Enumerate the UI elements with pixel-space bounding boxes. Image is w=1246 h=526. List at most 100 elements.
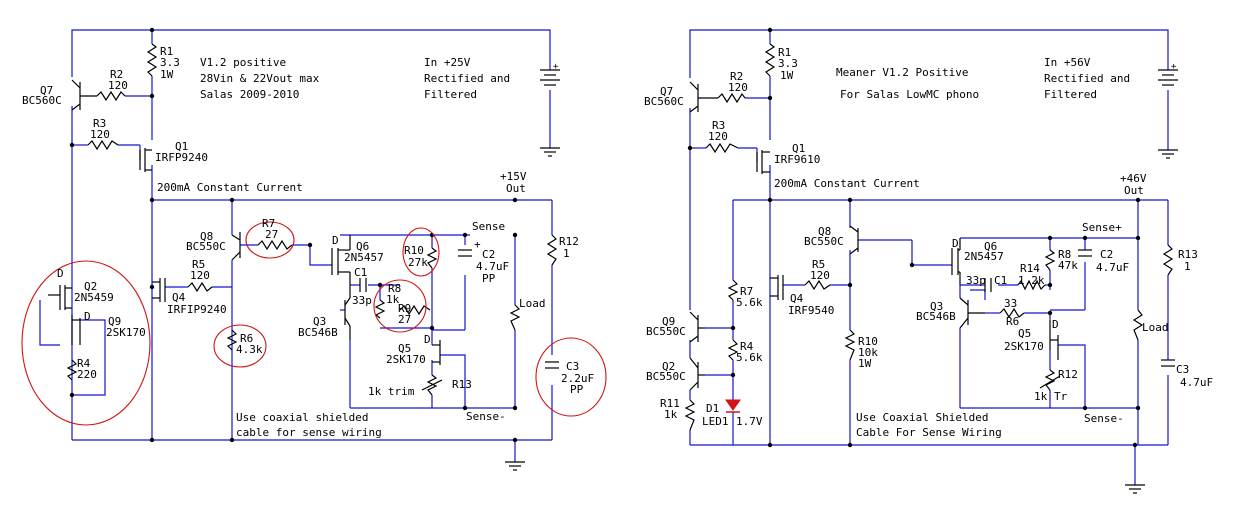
label-constant-current: 200mA Constant Current	[157, 181, 303, 194]
label-rr10: R10	[858, 335, 878, 348]
left-title-line1: V1.2 positive	[200, 56, 286, 69]
label-q9: Q9	[108, 315, 121, 328]
right-led	[725, 399, 741, 413]
label-r9: R9	[398, 302, 411, 315]
label-trim: 1k trim	[368, 385, 415, 398]
label-rq5: Q5	[1018, 327, 1031, 340]
label-rd1-voltage: 1.7V	[736, 415, 763, 428]
right-title-line1: Meaner V1.2 Positive	[836, 66, 968, 79]
label-q4-part: IRFIP9240	[167, 303, 227, 316]
label-r4-value: 220	[77, 368, 97, 381]
label-q6-part: 2N5457	[344, 251, 384, 264]
label-r8: R8	[388, 282, 401, 295]
right-transistors	[689, 81, 1059, 391]
label-rq1-part: IRF9610	[774, 153, 820, 166]
label-r13: R13	[452, 378, 472, 391]
label-rr4-value: 5.6k	[736, 351, 763, 364]
right-battery-ground: +	[1125, 62, 1178, 494]
label-rr10-value: 10k	[858, 346, 878, 359]
label-r8-value: 1k	[386, 293, 400, 306]
left-input-line1: In +25V	[424, 56, 471, 69]
left-title-line2: 28Vin & 22Vout max	[200, 72, 320, 85]
label-out: Out	[506, 182, 526, 195]
label-q5-part: 2SK170	[386, 353, 426, 366]
label-rr12-value: 1k	[1034, 390, 1048, 403]
label-rq8-part: BC550C	[804, 235, 844, 248]
label-r5-value: 120	[190, 269, 210, 282]
left-red-highlights	[21, 221, 607, 426]
left-note-line1: Use coaxial shielded	[236, 411, 368, 424]
label-rr11: R11	[660, 397, 680, 410]
label-q7: Q7	[40, 84, 53, 97]
label-rq5-part: 2SK170	[1004, 340, 1044, 353]
left-input-line3: Filtered	[424, 88, 477, 101]
label-r7: R7	[262, 217, 275, 230]
label-rout: Out	[1124, 184, 1144, 197]
label-rq2: Q2	[662, 360, 675, 373]
label-r10: R10	[404, 244, 424, 257]
label-r6: R6	[240, 332, 253, 345]
label-rr4: R4	[740, 340, 754, 353]
label-rq6-d: D	[952, 237, 959, 250]
label-q6-d: D	[332, 234, 339, 247]
label-r3: R3	[93, 117, 106, 130]
label-rr11-value: 1k	[664, 408, 678, 421]
label-rr12-tr: Tr	[1054, 390, 1068, 403]
right-junctions	[687, 27, 1141, 448]
right-note-line1: Use Coaxial Shielded	[856, 411, 988, 424]
label-q5-d: D	[424, 333, 431, 346]
label-rc1: C1	[994, 274, 1007, 287]
label-c1: C1	[354, 266, 367, 279]
label-rr13-value: 1	[1184, 260, 1191, 273]
label-r6-value: 4.3k	[236, 343, 263, 356]
right-resistors	[684, 43, 1174, 431]
label-rsense-bottom: Sense-	[1084, 412, 1124, 425]
label-rr3: R3	[712, 119, 725, 132]
left-battery-ground: +	[505, 62, 560, 471]
label-q2-d: D	[57, 267, 64, 280]
label-rr2: R2	[730, 70, 743, 83]
label-c2-plus: +	[474, 238, 481, 251]
left-capacitors	[359, 249, 559, 369]
label-rr8: R8	[1058, 248, 1071, 261]
label-rr3-value: 120	[708, 130, 728, 143]
label-rout-voltage: +46V	[1120, 172, 1147, 185]
label-r5: R5	[192, 258, 205, 271]
label-out-voltage: +15V	[500, 170, 527, 183]
label-r2: R2	[110, 68, 123, 81]
label-rc1-value: 33p	[966, 274, 986, 287]
label-q8: Q8	[200, 230, 213, 243]
label-c3-value: 2.2uF	[561, 372, 594, 385]
right-title-line2: For Salas LowMC phono	[840, 88, 979, 101]
label-rr5-value: 120	[810, 269, 830, 282]
right-input-line1: In +56V	[1044, 56, 1091, 69]
label-r7-value: 27	[265, 228, 278, 241]
label-q2-part: 2N5459	[74, 291, 114, 304]
left-input-line2: Rectified and	[424, 72, 510, 85]
label-r1-power: 1W	[160, 68, 174, 81]
label-q3: Q3	[313, 315, 326, 328]
right-note-line2: Cable For Sense Wiring	[856, 426, 1002, 439]
label-c2-type: PP	[482, 272, 496, 285]
svg-text:+: +	[553, 62, 559, 72]
label-rc3-value: 4.7uF	[1180, 376, 1213, 389]
label-sense-top: Sense	[472, 220, 505, 233]
label-r1-value: 3.3	[160, 56, 180, 69]
label-rr6-value: 33	[1004, 297, 1017, 310]
label-rq7-part: BC560C	[644, 95, 684, 108]
label-q3-part: BC546B	[298, 326, 338, 339]
label-rq6-part: 2N5457	[964, 250, 1004, 263]
right-schematic: + Meaner V1.2 Positive For Salas LowMC p…	[644, 27, 1213, 494]
left-note-line2: cable for sense wiring	[236, 426, 382, 439]
label-r9-value: 27	[398, 313, 411, 326]
label-c2: C2	[482, 248, 495, 261]
label-c1-value: 33p	[352, 294, 372, 307]
label-rr1-value: 3.3	[778, 57, 798, 70]
right-input-line2: Rectified and	[1044, 72, 1130, 85]
label-rq3: Q3	[930, 300, 943, 313]
label-q1: Q1	[175, 140, 188, 153]
label-rd1: D1	[706, 402, 719, 415]
label-c3: C3	[566, 360, 579, 373]
